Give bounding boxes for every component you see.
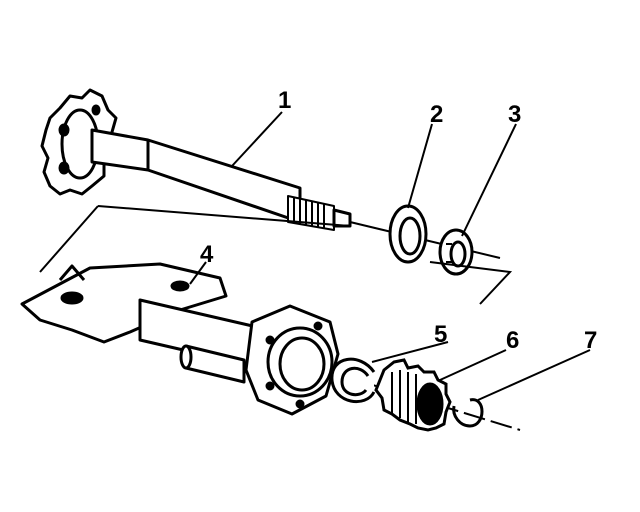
- upper-outline: [39, 205, 513, 305]
- seal: [388, 204, 428, 264]
- callout-3: 3: [508, 101, 521, 128]
- gear: [374, 358, 452, 432]
- retaining-ring: [452, 398, 484, 428]
- callout-7: 7: [584, 327, 597, 354]
- callout-2: 2: [430, 101, 443, 128]
- callout-4: 4: [200, 241, 214, 268]
- bearing: [438, 228, 474, 276]
- callout-1: 1: [278, 87, 291, 114]
- snap-ring: [330, 357, 376, 403]
- axle-housing: [20, 262, 340, 416]
- axle-shaft: [40, 88, 352, 231]
- leader-lines: [189, 111, 591, 401]
- callout-5: 5: [434, 321, 447, 348]
- callout-6: 6: [506, 327, 519, 354]
